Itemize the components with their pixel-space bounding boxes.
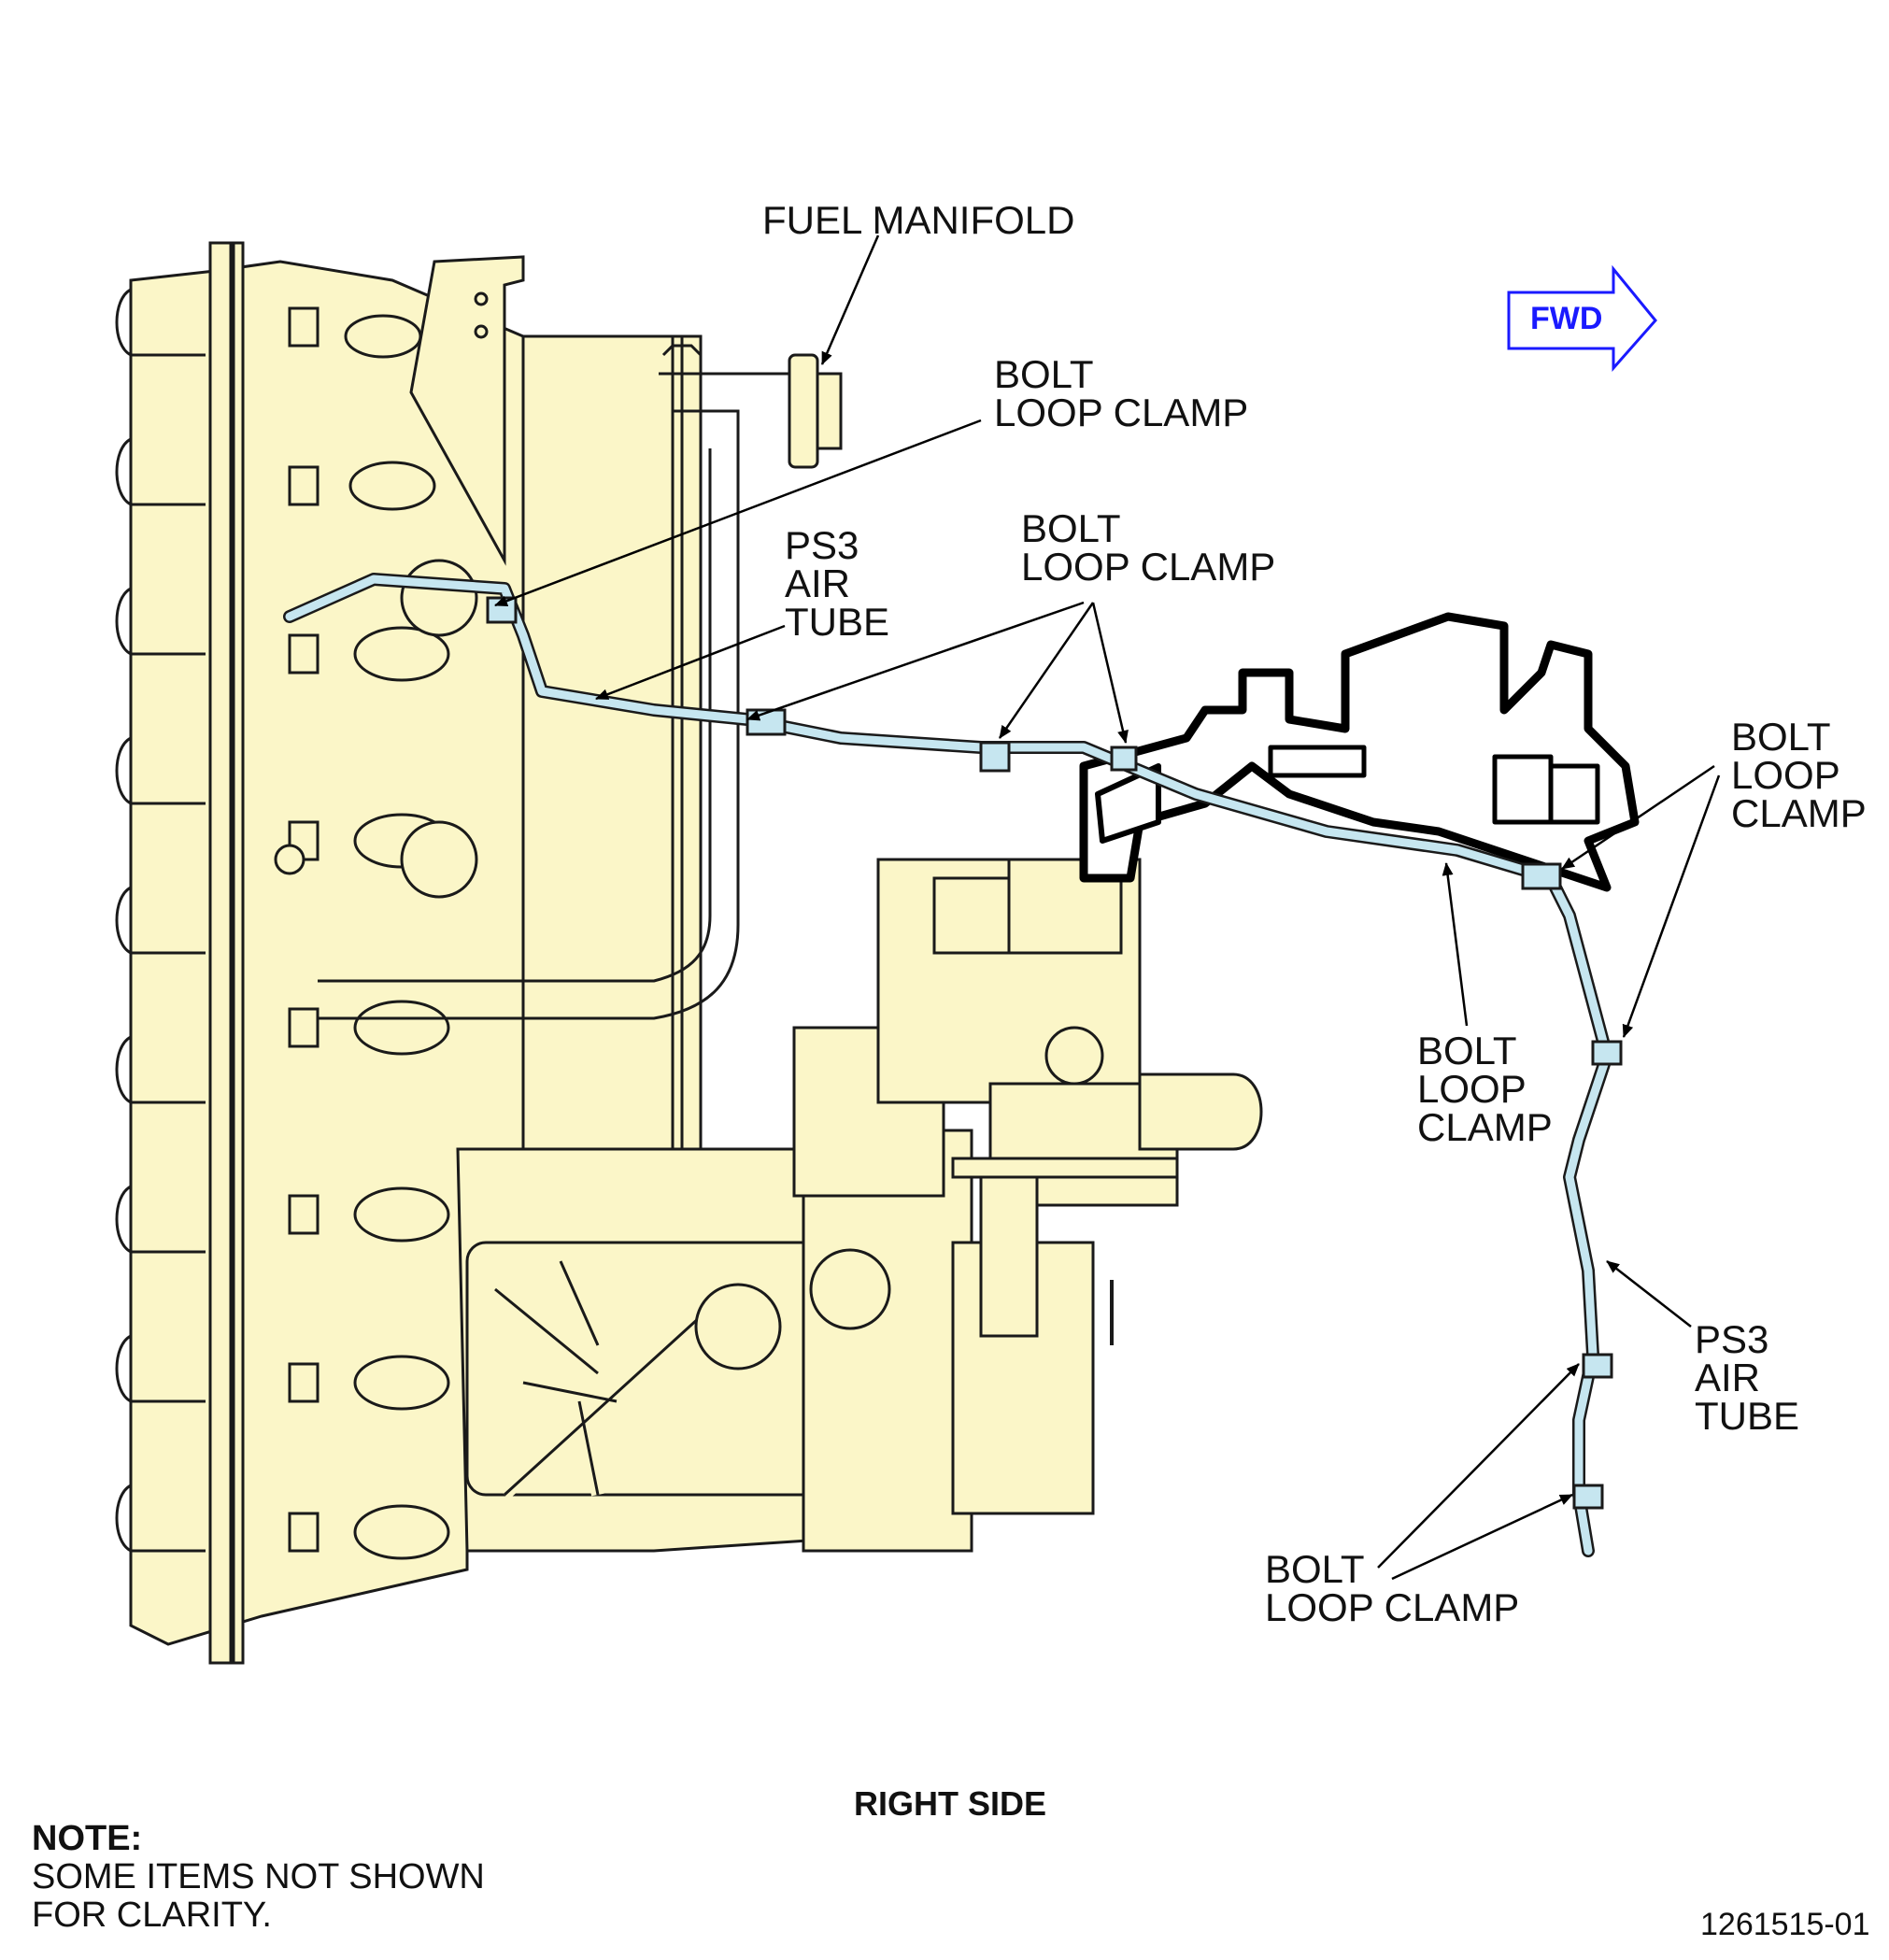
- fuel-nozzles: [274, 306, 478, 1560]
- fwd-label: FWD: [1530, 301, 1603, 336]
- ps3-tube-bracket: [1079, 612, 1640, 892]
- note-block: NOTE: SOME ITEMS NOT SHOWN FOR CLARITY.: [32, 1820, 485, 1935]
- label-bolt-loop-clamp-center: BOLT LOOP CLAMP: [1417, 1029, 1553, 1149]
- fuel-manifold-loops: [115, 241, 245, 1665]
- view-title: RIGHT SIDE: [854, 1784, 1047, 1823]
- fuel-manifold-flange: [788, 353, 843, 469]
- label-bolt-loop-clamp-right: BOLT LOOP CLAMP: [1731, 715, 1867, 835]
- fuel-supply-tube: [318, 344, 805, 1020]
- label-bolt-loop-clamp-upper: BOLT LOOP CLAMP: [994, 352, 1249, 434]
- figure-id: 1261515-01: [1700, 1907, 1870, 1942]
- note-line-1: SOME ITEMS NOT SHOWN: [32, 1857, 485, 1896]
- ps3-air-tube: [283, 573, 1613, 1557]
- label-bolt-loop-clamp-lower: BOLT LOOP CLAMP: [1265, 1547, 1520, 1629]
- loop-clamps: [486, 596, 1623, 1510]
- accessory-gearbox: [456, 858, 1263, 1553]
- label-bolt-loop-clamp-mid: BOLT LOOP CLAMP: [1021, 506, 1276, 589]
- fwd-arrow: [1507, 264, 1657, 372]
- note-heading: NOTE:: [32, 1819, 143, 1858]
- note-line-2: FOR CLARITY.: [32, 1896, 272, 1935]
- label-fuel-manifold: FUEL MANIFOLD: [762, 198, 1075, 242]
- leader-lines: [494, 234, 1721, 1581]
- upper-bracket: [409, 255, 525, 566]
- label-ps3-air-tube-left: PS3 AIR TUBE: [785, 523, 890, 644]
- label-ps3-air-tube-right: PS3 AIR TUBE: [1695, 1317, 1800, 1438]
